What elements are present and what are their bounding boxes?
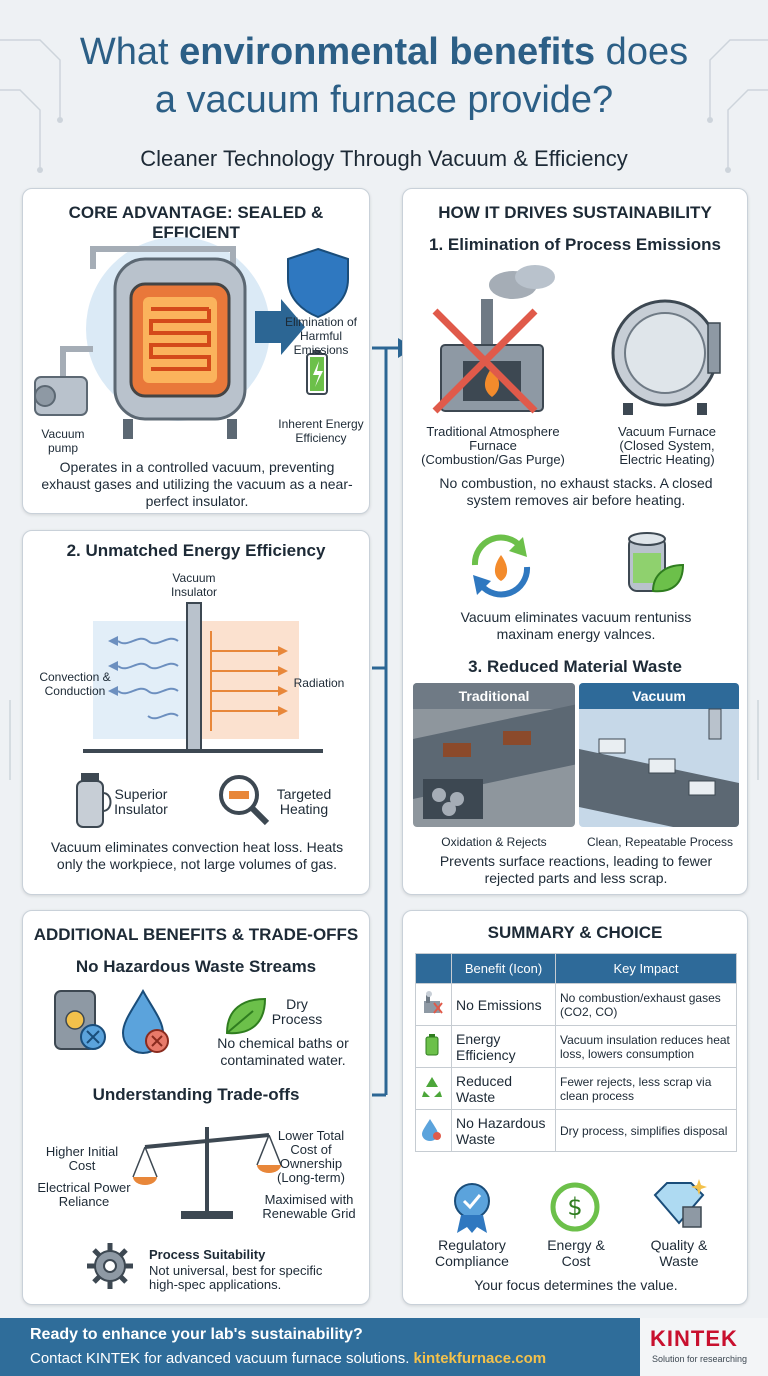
radiation-label: Radiation — [293, 676, 345, 690]
benefit-cell: Reduced Waste — [451, 1067, 556, 1110]
oxidation-label: Oxidation & Rejects — [441, 835, 547, 849]
emissions-label: Elimination of Harmful Emissions — [284, 315, 358, 357]
footer-link[interactable]: kintekfurnace.com — [413, 1350, 547, 1367]
lower-cost-label: Lower Total Cost of Ownership (Long-term… — [277, 1128, 345, 1185]
energy-savings-description: Vacuum eliminates vacuum rentuniss maxin… — [460, 609, 692, 642]
higher-cost-label: Higher Initial Cost — [45, 1144, 119, 1173]
magnifier-icon — [219, 775, 270, 826]
traditional-panel-label: Traditional — [413, 683, 575, 709]
benefit-cell: Energy Efficiency — [451, 1025, 556, 1068]
dry-process-description: No chemical baths or contaminated water. — [217, 1035, 349, 1068]
furnace-illustration — [34, 237, 349, 439]
suitability-title: Process Suitability — [149, 1247, 266, 1262]
hazard-title: No Hazardous Waste Streams — [75, 957, 317, 976]
impact-cell: Fewer rejects, less scrap via clean proc… — [555, 1067, 737, 1110]
summary-title: SUMMARY & CHOICE — [487, 923, 663, 942]
recycle-icon — [422, 1077, 442, 1097]
energy-efficiency-title: 2. Unmatched Energy Efficiency — [66, 541, 326, 560]
energy-cycle-icon — [471, 534, 531, 598]
footer-headline: Ready to enhance your lab's sustainabili… — [30, 1326, 363, 1343]
focus-text: Your focus determines the value. — [474, 1277, 678, 1293]
oxidized-parts-illustration — [413, 704, 575, 819]
diamond-icon — [653, 1179, 707, 1228]
convection-label: Convection & Conduction — [39, 670, 111, 698]
water-drop-icon — [121, 988, 169, 1054]
table-row: No Emissions No combustion/exhaust gases… — [415, 983, 737, 1026]
money-cycle-icon: $ — [550, 1182, 600, 1232]
table-row: Reduced Waste Fewer rejects, less scrap … — [415, 1067, 737, 1110]
impact-column-header: Key Impact — [555, 953, 737, 984]
sustainability-title: HOW IT DRIVES SUSTAINABILITY — [438, 203, 712, 222]
barrel-icon — [54, 990, 106, 1050]
quality-label: Quality & Waste — [650, 1237, 708, 1269]
vacuum-insulator-label: Vacuum Insulator — [170, 571, 218, 599]
droplet-icon — [422, 1119, 441, 1141]
suitability-description: Not universal, best for specific high-sp… — [149, 1263, 323, 1292]
additional-benefits-title: ADDITIONAL BENEFITS & TRADE-OFFS — [33, 925, 359, 944]
energy-label: Inherent Energy Efficiency — [278, 417, 364, 445]
additional-benefits-card: ADDITIONAL BENEFITS & TRADE-OFFS No Haza… — [22, 910, 370, 1305]
vacuum-panel-label: Vacuum — [579, 683, 739, 709]
emissions-section-title: 1. Elimination of Process Emissions — [429, 235, 721, 254]
brand-logo: KINTEK — [650, 1326, 738, 1351]
cost-label: Energy & Cost — [547, 1237, 605, 1269]
brand-block: KINTEK Solution for researching — [640, 1318, 768, 1376]
summary-table-header: Benefit (Icon) Key Impact — [415, 953, 737, 984]
clean-parts-illustration — [579, 708, 739, 827]
furnace-comparison — [432, 265, 721, 415]
page-subtitle: Cleaner Technology Through Vacuum & Effi… — [140, 146, 628, 171]
heat-transfer-diagram — [83, 602, 323, 753]
traditional-panel: Traditional — [413, 683, 575, 827]
leaf-icon — [225, 997, 267, 1035]
page-title: What environmental benefits does a vacuu… — [79, 31, 689, 121]
gear-icon — [87, 1243, 133, 1289]
pump-label: Vacuum pump — [41, 427, 85, 455]
energy-description: Vacuum eliminates convection heat loss. … — [50, 839, 344, 872]
dry-process-label: Dry Process — [271, 996, 323, 1027]
vacuum-panel: Vacuum — [579, 683, 739, 827]
tradeoff-title: Understanding Trade-offs — [92, 1085, 300, 1104]
brand-tagline: Solution for researching — [652, 1354, 748, 1364]
factory-icon — [424, 991, 443, 1014]
material-waste-description: Prevents surface reactions, leading to f… — [439, 853, 713, 886]
summary-table: Benefit (Icon) Key Impact No Emissions N… — [415, 953, 737, 1152]
superior-insulator-label: Superior Insulator — [114, 786, 168, 817]
impact-cell: No combustion/exhaust gases (CO2, CO) — [555, 983, 737, 1026]
benefit-cell: No Hazardous Waste — [451, 1109, 556, 1152]
vacuum-furnace-label: Vacuum Furnace(Closed System, Electric H… — [617, 424, 717, 467]
summary-card: SUMMARY & CHOICE Benefit (Icon) Key Impa… — [402, 910, 748, 1305]
benefit-cell: No Emissions — [451, 983, 556, 1026]
targeted-heating-label: Targeted Heating — [276, 786, 332, 817]
badge-icon — [454, 1183, 490, 1233]
impact-cell: Vacuum insulation reduces heat loss, low… — [555, 1025, 737, 1068]
footer-cta: Contact KINTEK for advanced vacuum furna… — [30, 1350, 547, 1367]
table-row: No Hazardous Waste Dry process, simplifi… — [415, 1109, 737, 1152]
clean-process-label: Clean, Repeatable Process — [586, 835, 734, 849]
emissions-description: No combustion, no exhaust stacks. A clos… — [439, 475, 713, 508]
thermos-icon — [76, 773, 112, 828]
balance-scale-icon — [132, 1127, 282, 1219]
battery-canister-icon — [628, 532, 685, 593]
battery-icon — [425, 1034, 439, 1056]
benefit-column-header: Benefit (Icon) — [451, 953, 556, 984]
power-reliance-label: Electrical Power Reliance — [37, 1180, 131, 1209]
regulatory-label: Regulatory Compliance — [435, 1237, 509, 1269]
renewable-label: Maximised with Renewable Grid — [262, 1192, 356, 1221]
sustainability-card: HOW IT DRIVES SUSTAINABILITY 1. Eliminat… — [402, 188, 748, 895]
table-row: Energy Efficiency Vacuum insulation redu… — [415, 1025, 737, 1068]
energy-efficiency-card: 2. Unmatched Energy Efficiency Vacuum In… — [22, 530, 370, 895]
core-description: Operates in a controlled vacuum, prevent… — [41, 459, 353, 509]
material-waste-title: 3. Reduced Material Waste — [468, 657, 682, 676]
core-advantage-card: CORE ADVANTAGE: SEALED & EFFICIENT Elimi… — [22, 188, 370, 514]
traditional-furnace-label: Traditional Atmosphere Furnace(Combustio… — [421, 424, 565, 467]
impact-cell: Dry process, simplifies disposal — [555, 1109, 737, 1152]
svg-text:$: $ — [567, 1193, 582, 1221]
